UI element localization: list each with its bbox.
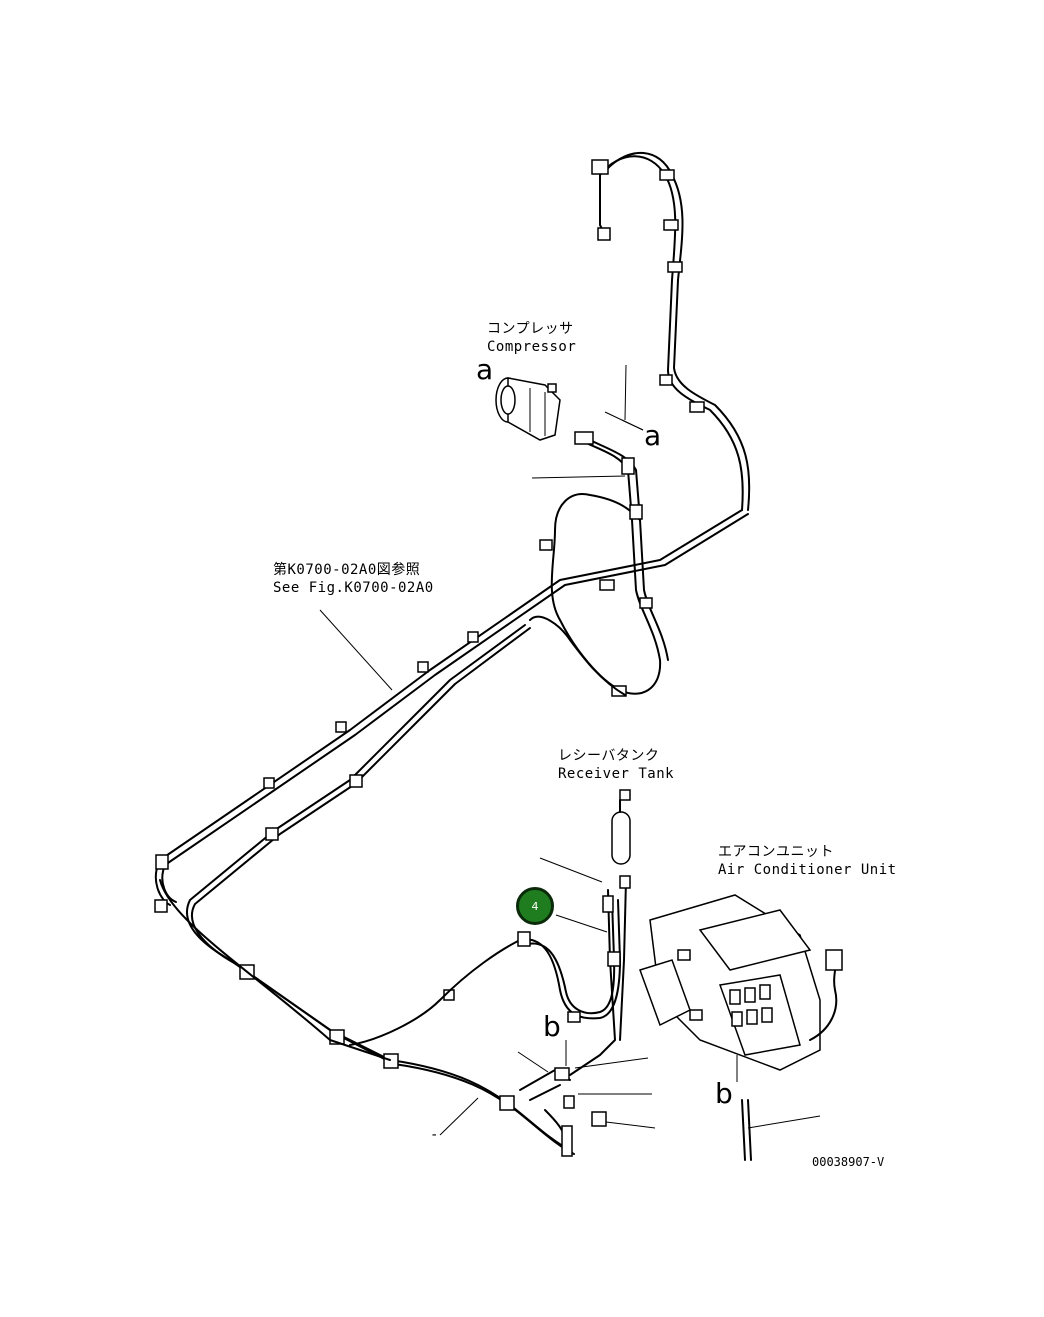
leader-lines (319, 364, 821, 1136)
reference-letter-b-fitting: b (543, 1010, 561, 1043)
compressor-hoses (539, 431, 669, 697)
compressor-label-en: Compressor (487, 339, 577, 355)
part-callout-number: 4 (531, 899, 539, 913)
dash-mark: - (430, 1127, 439, 1143)
aircon-label-jp: エアコンユニット (718, 844, 834, 860)
long-hoses (154, 509, 749, 1155)
lower-fittings (519, 1067, 607, 1157)
aircon-label-en: Air Conditioner Unit (718, 862, 897, 878)
receiver-tank-part (569, 789, 631, 1076)
reference-letter-a-hose: a (644, 419, 662, 452)
receiver-tank-label-jp: レシーバタンク (558, 748, 660, 764)
upper-harness (591, 152, 751, 511)
see-fig-label-jp: 第K0700-02A0図参照 (273, 562, 421, 578)
compressor-label-jp: コンプレッサ (487, 321, 574, 337)
air-conditioner-unit-part (639, 894, 843, 1161)
part-callout-4[interactable]: 4 (516, 887, 554, 925)
compressor-part (495, 377, 561, 441)
receiver-tank-label-en: Receiver Tank (558, 766, 675, 782)
item-4-hose (159, 879, 621, 1061)
reference-letter-a-compressor: a (476, 353, 494, 386)
see-fig-label-en: See Fig.K0700-02A0 (273, 580, 434, 596)
figure-id: 00038907-V (812, 1155, 885, 1169)
reference-letter-b-unit: b (715, 1077, 733, 1110)
